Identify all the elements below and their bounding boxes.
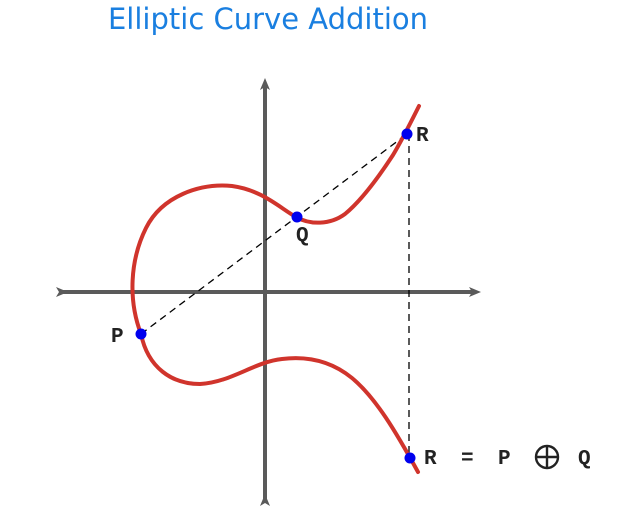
result-lhs: R bbox=[424, 448, 437, 471]
oplus-icon bbox=[534, 444, 560, 470]
label-p: P bbox=[111, 326, 124, 349]
result-q: Q bbox=[578, 448, 591, 471]
result-equals: = bbox=[461, 448, 474, 471]
point-p bbox=[135, 328, 147, 340]
point-r bbox=[401, 128, 413, 140]
curve-lower-branch bbox=[139, 332, 420, 474]
curve-upper-branch bbox=[130, 104, 421, 336]
result-p: P bbox=[498, 448, 511, 471]
secant-line bbox=[140, 133, 408, 335]
diagram-title: Elliptic Curve Addition bbox=[107, 2, 429, 36]
label-q: Q bbox=[296, 225, 309, 248]
point-r-result bbox=[404, 452, 416, 464]
point-q bbox=[291, 211, 303, 223]
label-r: R bbox=[416, 125, 429, 148]
